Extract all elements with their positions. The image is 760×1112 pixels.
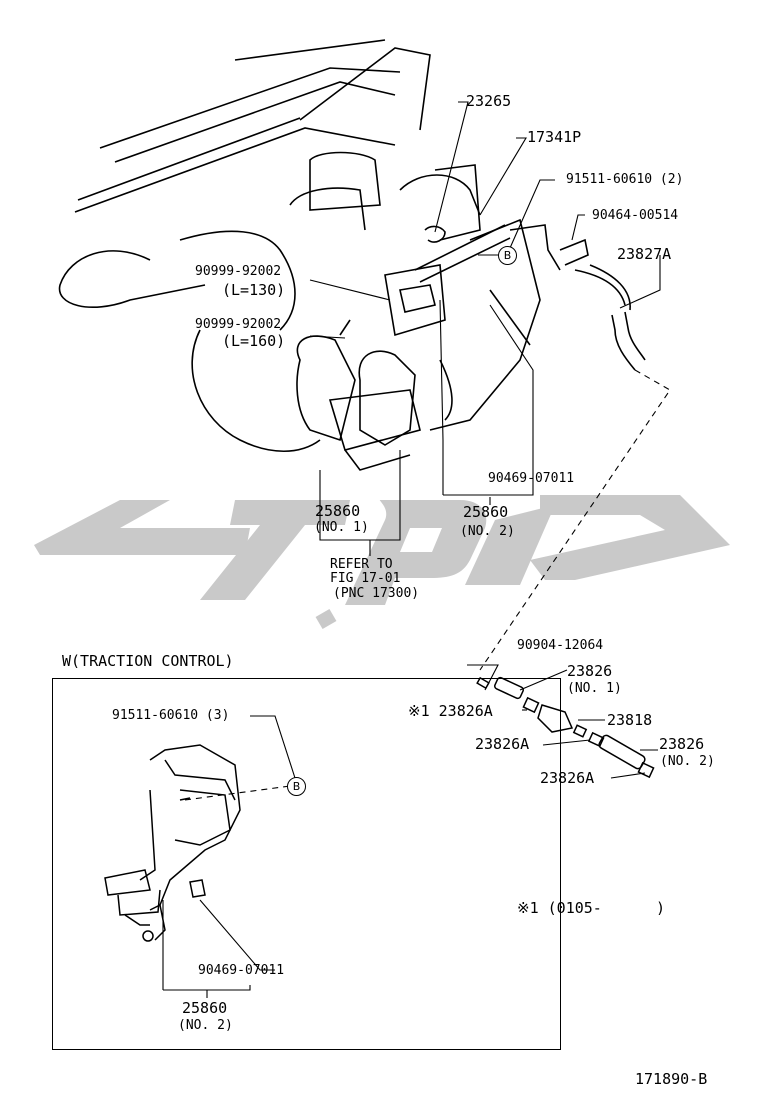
label-90999-b: 90999-92002 bbox=[195, 317, 282, 332]
label-90464: 90464-00514 bbox=[592, 208, 679, 223]
marker-b-inset: B bbox=[287, 777, 306, 796]
label-refer-line2: FIG 17-01 bbox=[330, 571, 401, 586]
label-23827a: 23827A bbox=[617, 245, 672, 263]
label-23265: 23265 bbox=[466, 92, 512, 110]
marker-b-top: B bbox=[498, 246, 517, 265]
label-figure-id: 171890-B bbox=[635, 1070, 708, 1088]
inset-dashed-line bbox=[184, 785, 291, 801]
label-23826a-star: ※1 23826A bbox=[408, 702, 493, 720]
hose-parts bbox=[476, 676, 655, 779]
label-25860-inset: 25860 bbox=[182, 999, 228, 1017]
label-25860-no1-sub: (NO. 1) bbox=[314, 520, 369, 535]
label-25860-no1: 25860 bbox=[315, 502, 361, 520]
label-23826-no1-sub: (NO. 1) bbox=[567, 681, 622, 696]
leader-lines bbox=[309, 101, 661, 779]
label-23826-no2: 23826 bbox=[659, 735, 705, 753]
traction-control-inset bbox=[52, 678, 561, 1050]
watermark-logo bbox=[34, 495, 730, 630]
label-23826-no2-sub: (NO. 2) bbox=[660, 754, 715, 769]
inset-bracket-drawing bbox=[104, 744, 241, 942]
label-25860-no2-top: 25860 bbox=[463, 503, 509, 521]
label-91511-3: 91511-60610 (3) bbox=[112, 708, 230, 723]
label-25860-inset-sub: (NO. 2) bbox=[178, 1018, 233, 1033]
label-23826a-mid: 23826A bbox=[475, 735, 530, 753]
label-90999-a-length: (L=130) bbox=[222, 281, 286, 299]
label-90469-inset: 90469-07011 bbox=[198, 963, 285, 978]
label-90469-top: 90469-07011 bbox=[488, 471, 575, 486]
inset-leaders bbox=[162, 715, 296, 998]
label-90999-b-length: (L=160) bbox=[222, 332, 286, 350]
label-23818: 23818 bbox=[607, 711, 653, 729]
label-17341p: 17341P bbox=[527, 128, 582, 146]
label-footnote: ※1 (0105- ) bbox=[517, 899, 666, 917]
hose-route-dashed bbox=[479, 369, 671, 671]
label-25860-no2-top-sub: (NO. 2) bbox=[460, 524, 515, 539]
label-90999-a: 90999-92002 bbox=[195, 264, 282, 279]
label-91511-2: 91511-60610 (2) bbox=[566, 172, 684, 187]
engine-outline bbox=[58, 39, 646, 471]
label-90904: 90904-12064 bbox=[517, 638, 604, 653]
label-refer-line1: REFER TO bbox=[330, 557, 393, 572]
label-inset-title: W(TRACTION CONTROL) bbox=[62, 652, 234, 670]
label-23826a-bottom: 23826A bbox=[540, 769, 595, 787]
label-23826-no1: 23826 bbox=[567, 662, 613, 680]
label-refer-line3: (PNC 17300) bbox=[333, 586, 420, 601]
